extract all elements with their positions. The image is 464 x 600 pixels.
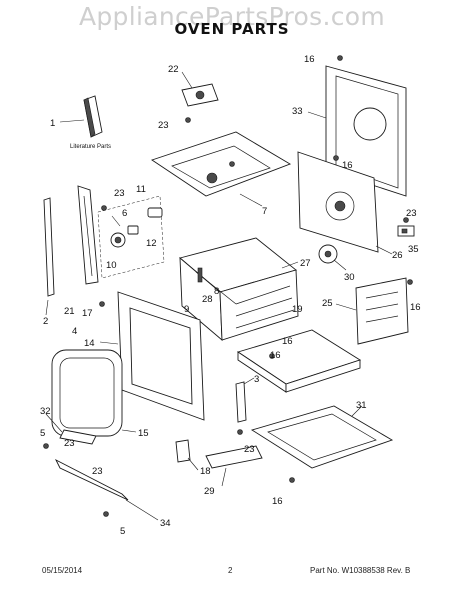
back-wall <box>297 151 393 255</box>
screws <box>43 55 413 517</box>
callout-21: 21 <box>64 306 75 317</box>
callout-18: 18 <box>200 466 211 477</box>
side-trim <box>77 185 99 285</box>
fan-blade <box>318 244 347 271</box>
callout-14: 14 <box>84 338 95 349</box>
callout-34: 34 <box>160 518 171 529</box>
gasket-strip <box>43 197 55 316</box>
callout-23e: 23 <box>244 444 255 455</box>
callout-16c: 16 <box>410 302 421 313</box>
side-vent-panel <box>335 277 409 345</box>
callout-23d: 23 <box>64 438 75 449</box>
callout-19: 19 <box>292 304 303 315</box>
top-baffle <box>150 131 292 207</box>
callout-2: 2 <box>43 316 48 327</box>
callout-16f: 16 <box>272 496 283 507</box>
callout-6: 6 <box>122 208 127 219</box>
callout-16e: 16 <box>270 350 281 361</box>
callout-33: 33 <box>292 106 303 117</box>
callout-23f: 23 <box>92 466 103 477</box>
callout-5a: 5 <box>40 428 45 439</box>
side-bracket <box>235 377 255 423</box>
callout-9: 9 <box>184 304 189 315</box>
clip <box>175 439 199 471</box>
oven-cavity <box>179 237 299 342</box>
page-title: OVEN PARTS <box>174 20 290 38</box>
footer-page-number: 2 <box>228 566 233 575</box>
callout-12: 12 <box>146 238 157 249</box>
callout-29: 29 <box>204 486 215 497</box>
small-bracket <box>397 225 415 237</box>
callout-16a: 16 <box>304 54 315 65</box>
bottom-pan <box>250 405 394 469</box>
callout-10: 10 <box>106 260 117 271</box>
callout-4: 4 <box>72 326 77 337</box>
callout-31: 31 <box>356 400 367 411</box>
thermal-bracket <box>181 71 219 107</box>
callout-26: 26 <box>392 250 403 261</box>
front-frame <box>99 291 205 421</box>
callout-16b: 16 <box>342 160 353 171</box>
callout-25: 25 <box>322 298 333 309</box>
callout-23c: 23 <box>406 208 417 219</box>
kick-plate <box>54 458 159 521</box>
footer-date: 05/15/2014 <box>42 566 83 575</box>
callout-labels: 1 2 3 4 5 5 6 7 8 9 10 11 12 14 15 16 16… <box>40 54 421 537</box>
callout-22: 22 <box>168 64 179 75</box>
callout-7: 7 <box>262 206 267 217</box>
site-watermark: AppliancePartsPros.com <box>78 2 386 31</box>
control-switch-group <box>97 195 165 279</box>
callout-17: 17 <box>82 308 93 319</box>
callout-15: 15 <box>138 428 149 439</box>
callout-23b: 23 <box>114 188 125 199</box>
footer-part-number: Part No. W10388538 Rev. B <box>310 566 411 575</box>
callout-28: 28 <box>202 294 213 305</box>
callout-1: 1 <box>50 118 55 129</box>
literature-booklet <box>59 95 103 138</box>
lower-trim <box>205 445 263 487</box>
rear-panel <box>307 65 407 197</box>
callout-27: 27 <box>300 258 311 269</box>
callout-8: 8 <box>214 286 219 297</box>
callout-16d: 16 <box>282 336 293 347</box>
literature-label: Literature Parts <box>70 144 111 150</box>
callout-30: 30 <box>344 272 355 283</box>
callout-5b: 5 <box>120 526 125 537</box>
callout-32: 32 <box>40 406 51 417</box>
callout-3: 3 <box>254 374 259 385</box>
callout-23a: 23 <box>158 120 169 131</box>
bottom-tray <box>236 329 362 393</box>
door-hinge <box>45 413 97 445</box>
callout-11: 11 <box>136 184 146 195</box>
callout-35: 35 <box>408 244 419 255</box>
